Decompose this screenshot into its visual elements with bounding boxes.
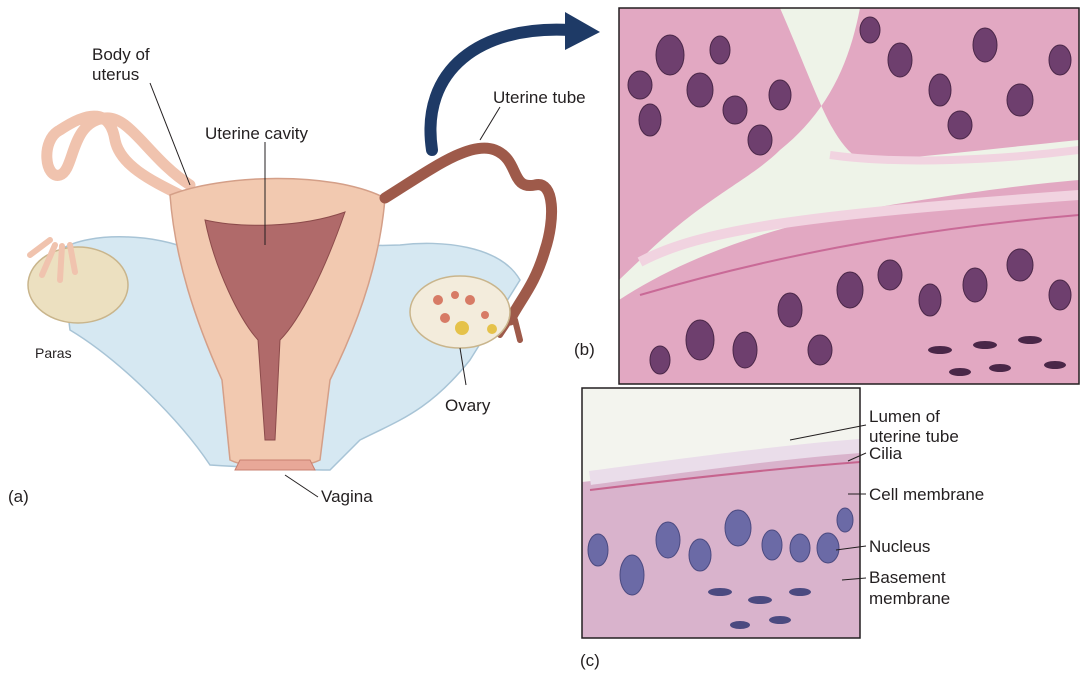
right-ovary <box>410 276 510 348</box>
label-basement-line1: Basement <box>869 568 946 588</box>
label-cell-membrane: Cell membrane <box>869 485 984 505</box>
label-uterine-cavity: Uterine cavity <box>205 124 308 144</box>
label-uterine-tube: Uterine tube <box>493 88 586 108</box>
left-ovary <box>28 247 128 323</box>
panel-label-b: (b) <box>574 340 595 360</box>
label-ovary: Ovary <box>445 396 490 416</box>
left-uterine-tube <box>47 116 190 195</box>
label-basement-line2: membrane <box>869 589 950 609</box>
label-vagina: Vagina <box>321 487 373 507</box>
label-nucleus: Nucleus <box>869 537 930 557</box>
label-cilia: Cilia <box>869 444 902 464</box>
label-lumen-line1: Lumen of <box>869 407 940 427</box>
label-paras: Paras <box>35 343 72 363</box>
micrograph-b <box>619 8 1079 390</box>
micrograph-c <box>582 388 860 638</box>
panel-label-a: (a) <box>8 487 29 507</box>
panel-label-c: (c) <box>580 651 600 671</box>
label-body-of-uterus-line2: uterus <box>92 65 139 85</box>
label-body-of-uterus-line1: Body of <box>92 45 150 65</box>
vagina <box>235 460 315 470</box>
magnification-arrowhead <box>565 12 600 50</box>
